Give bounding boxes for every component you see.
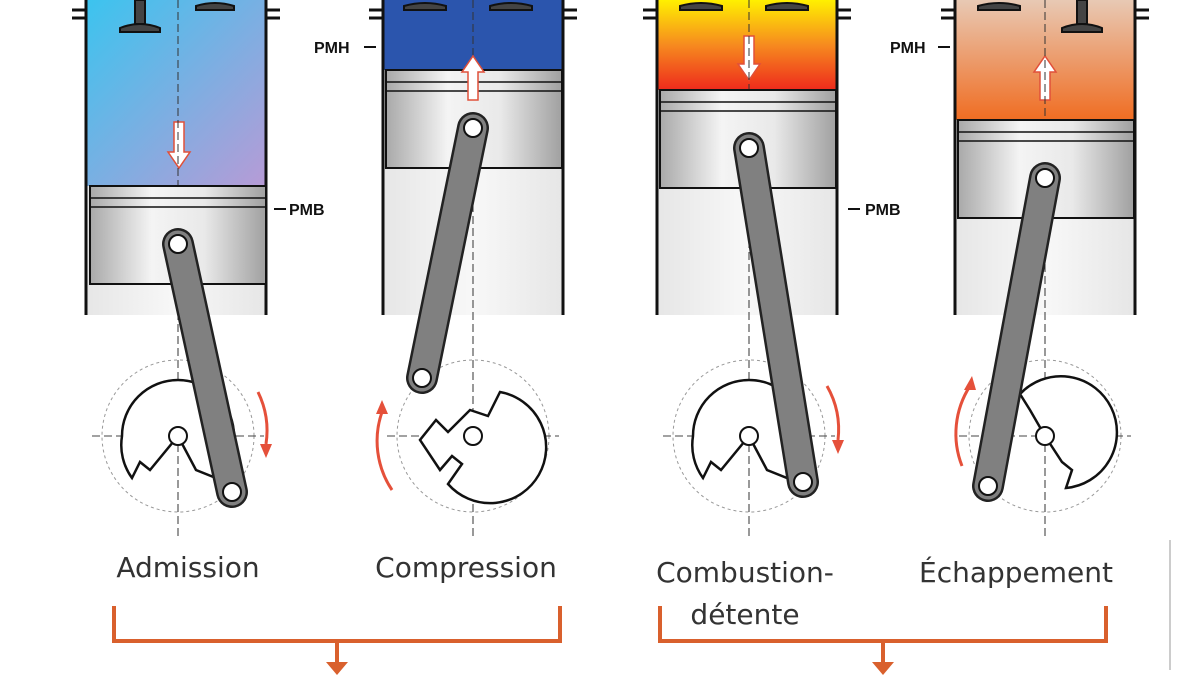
crank-counterweight: [418, 390, 548, 505]
crankshaft-center: [739, 426, 759, 446]
wrist-pin: [463, 118, 483, 138]
stroke-label-admission: Admission: [116, 551, 259, 584]
wrist-pin: [168, 234, 188, 254]
pmb-marker: PMB: [289, 202, 325, 219]
cylinder-admission: PMB: [72, 0, 325, 540]
down-arrow: [736, 35, 762, 82]
wrist-pin: [1035, 168, 1055, 188]
stroke-label-compression: Compression: [375, 551, 557, 584]
pmh-marker: PMH: [890, 40, 926, 57]
stroke-label-echappement: Échappement: [919, 555, 1113, 589]
valves-closed: [679, 2, 809, 11]
cylinder-exhaust: PMH: [890, 0, 1149, 540]
crank-counterweight: [1018, 375, 1119, 490]
crankshaft-center: [168, 426, 188, 446]
up-arrow: [460, 54, 486, 101]
exhaust-valve-open: [1061, 0, 1103, 33]
stroke-label-combustion-line1: Combustion-: [656, 556, 834, 589]
pmb-marker: PMB: [865, 202, 901, 219]
rotation-arrow: [954, 385, 972, 467]
crank-pin: [793, 472, 813, 492]
stroke-label-combustion-line2: détente: [690, 598, 799, 631]
bracket-right-arrow: [872, 662, 894, 675]
intake-valve-closed: [977, 2, 1021, 11]
crank-pin: [222, 482, 242, 502]
crank-pin: [978, 476, 998, 496]
intake-valve-open: [119, 0, 161, 33]
valves-closed: [403, 2, 533, 11]
cylinder-combustion: PMB: [643, 0, 901, 540]
pmh-marker: PMH: [314, 40, 350, 57]
rotation-arrow: [825, 385, 841, 441]
exhaust-valve-closed: [195, 2, 235, 11]
bracket-left: [112, 606, 562, 670]
wrist-pin: [739, 138, 759, 158]
crank-pin: [412, 368, 432, 388]
bracket-left-arrow: [326, 662, 348, 675]
crankshaft-center: [1035, 426, 1055, 446]
crankshaft-center: [463, 426, 483, 446]
cylinder-compression: PMH: [314, 0, 577, 540]
rotation-arrow: [375, 411, 394, 491]
down-arrow: [166, 121, 192, 170]
rotation-arrow: [256, 391, 269, 445]
